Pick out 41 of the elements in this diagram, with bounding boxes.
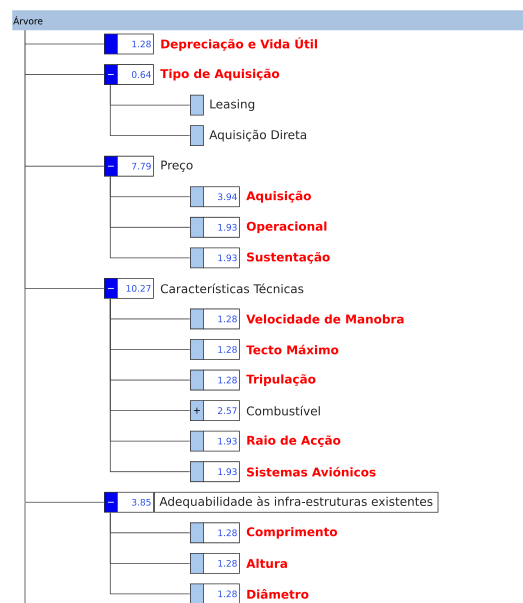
item-label: Depreciação e Vida Útil bbox=[161, 37, 317, 51]
value-box: 2.57 bbox=[203, 400, 240, 421]
item-label: Sustentação bbox=[247, 252, 330, 264]
item-label: Tipo de Aquisição bbox=[160, 68, 280, 80]
value-box: 1.28 bbox=[203, 584, 240, 603]
item-label: Aquisição bbox=[246, 190, 311, 203]
value-box: 1.28 bbox=[117, 34, 154, 54]
value-box: 1.28 bbox=[203, 308, 240, 330]
item-label: Altura bbox=[246, 558, 287, 568]
item-label: Preço bbox=[161, 160, 193, 172]
item-label: Tecto Máximo bbox=[246, 344, 338, 354]
value-box: 1.28 bbox=[203, 522, 240, 544]
value-box: 7.79 bbox=[117, 156, 154, 177]
value-box: 10.27 bbox=[117, 278, 154, 299]
value-box: 1.28 bbox=[203, 552, 240, 574]
item-label: Tripulação bbox=[246, 374, 316, 386]
value-box: 1.93 bbox=[203, 430, 240, 452]
item-label: Velocidade de Manobra bbox=[246, 314, 404, 324]
value-box: 3.85 bbox=[117, 492, 154, 513]
item-label: Operacional bbox=[246, 222, 326, 234]
tree-line bbox=[110, 176, 190, 258]
item-label: Diâmetro bbox=[247, 589, 308, 599]
item-label: Leasing bbox=[210, 99, 254, 111]
value-box: 1.28 bbox=[203, 370, 240, 390]
item-label: Aquisição Direta bbox=[209, 130, 306, 142]
value-box: 1.93 bbox=[203, 461, 240, 482]
item-label: Comprimento bbox=[246, 527, 338, 539]
tree-line bbox=[110, 84, 190, 136]
item-label: Sistemas Aviónicos bbox=[247, 466, 376, 477]
tree-line bbox=[110, 298, 190, 472]
value-box: 1.93 bbox=[203, 247, 240, 268]
value-box: 1.28 bbox=[203, 339, 240, 360]
header-bar: Árvore bbox=[12, 10, 523, 30]
value-box: 3.94 bbox=[203, 186, 240, 208]
item-label: Características Técnicas bbox=[160, 284, 304, 294]
value-box: 1.93 bbox=[203, 216, 240, 238]
item-label: Combustível bbox=[246, 406, 320, 416]
item-label: Raio de Acção bbox=[247, 435, 340, 447]
value-box: 0.64 bbox=[117, 64, 154, 85]
tree-line bbox=[24, 30, 104, 503]
tree-line bbox=[110, 512, 190, 594]
